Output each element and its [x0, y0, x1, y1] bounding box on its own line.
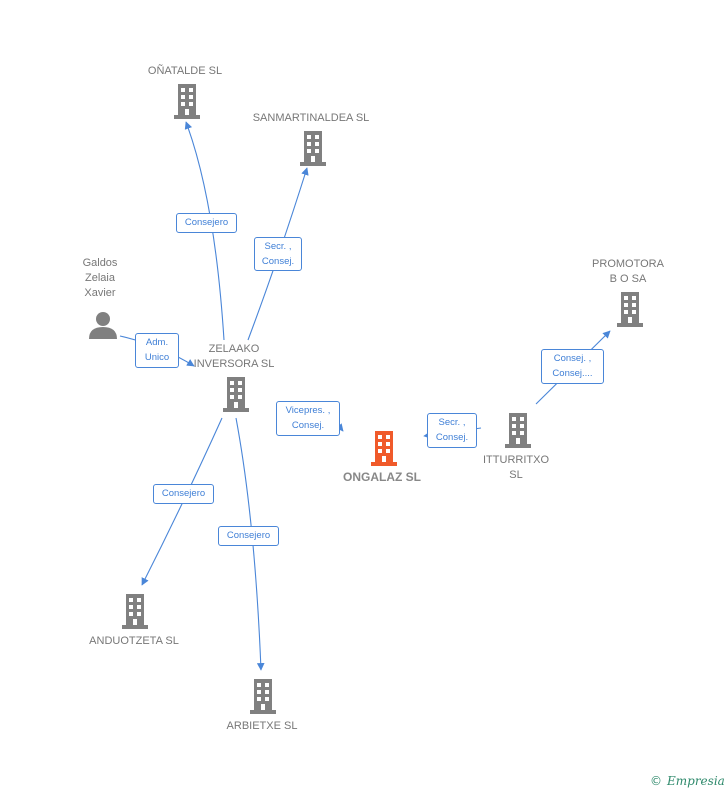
- person-icon[interactable]: [88, 311, 118, 339]
- edge-label-consejero-anduotzeta: Consejero: [153, 484, 214, 504]
- arbietxe-label[interactable]: ARBIETXE SL: [226, 720, 298, 732]
- onatalde-label[interactable]: OÑATALDE SL: [147, 65, 223, 77]
- itturritxo-label[interactable]: ITTURRITXO SL: [483, 454, 549, 481]
- anduotzeta-label[interactable]: ANDUOTZETA SL: [89, 635, 179, 647]
- edge-label-consejero-arbietxe: Consejero: [218, 526, 279, 546]
- onatalde-building-icon[interactable]: [172, 84, 202, 119]
- ongalaz-building-icon[interactable]: [369, 431, 399, 466]
- zelaako-label[interactable]: ZELAAKO INVERSORA SL: [193, 343, 275, 370]
- sanmartinaldea-building-icon[interactable]: [298, 131, 328, 166]
- promotora-building-icon[interactable]: [615, 292, 645, 327]
- promotora-label[interactable]: PROMOTORA B O SA: [592, 258, 664, 285]
- sanmartinaldea-label[interactable]: SANMARTINALDEA SL: [252, 112, 370, 124]
- edge-label-consej-promotora: Consej. , Consej....: [541, 349, 604, 384]
- itturritxo-building-icon[interactable]: [503, 413, 533, 448]
- edge-label-consejero-onatalde: Consejero: [176, 213, 237, 233]
- empresia-logo: ©Empresia: [650, 774, 725, 788]
- galdos-label[interactable]: Galdos Zelaia Xavier: [82, 257, 118, 299]
- edge-label-secr-sanmartinaldea: Secr. , Consej.: [254, 237, 302, 271]
- edge-label-adm-unico: Adm. Unico: [135, 333, 179, 368]
- anduotzeta-building-icon[interactable]: [120, 594, 150, 629]
- zelaako-building-icon[interactable]: [221, 377, 251, 412]
- arbietxe-building-icon[interactable]: [248, 679, 278, 714]
- edge-label-vicepres: Vicepres. , Consej.: [276, 401, 340, 436]
- edge-label-secr-itturritxo: Secr. , Consej.: [427, 413, 477, 448]
- ongalaz-label[interactable]: ONGALAZ SL: [343, 470, 421, 484]
